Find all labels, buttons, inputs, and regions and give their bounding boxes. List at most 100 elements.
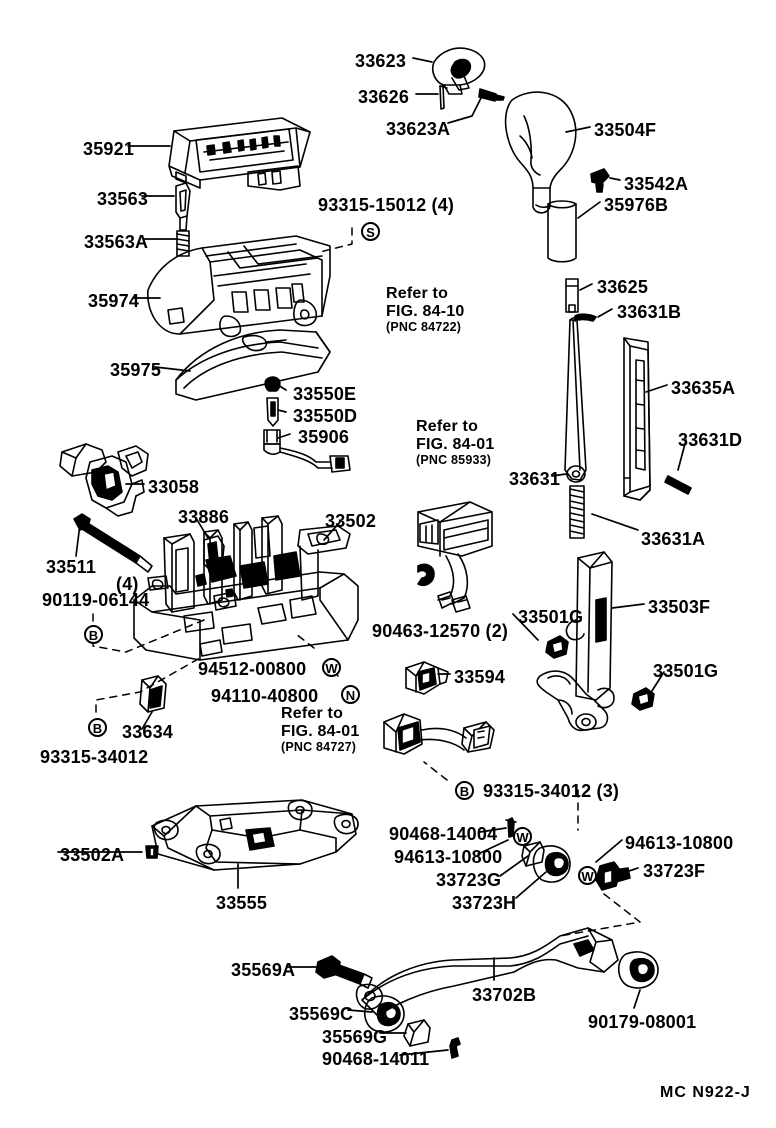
reference-pnc: (PNC 84727) (281, 739, 357, 754)
part-90468-14011-shape (449, 1037, 461, 1059)
reference-line-2: FIG. 84-10 (386, 302, 465, 320)
part-label: 33501G (653, 661, 719, 681)
part-35906-shape (263, 429, 351, 473)
part-label: 33504F (594, 120, 657, 140)
part-label: 35975 (110, 360, 162, 380)
part-33503F-shape (536, 551, 615, 732)
part-label: 35569C (289, 1004, 354, 1024)
part-label: 33511 (46, 557, 97, 577)
part-label: 33550D (293, 406, 358, 426)
part-label: 90468-14004 (389, 824, 498, 844)
part-label: 33058 (148, 477, 200, 497)
part-33631A-shape (569, 485, 585, 539)
part-33563A-shape (176, 230, 190, 257)
part-33058-shape (59, 443, 149, 517)
part-33886-shape (203, 535, 225, 573)
part-33555-shape (151, 799, 359, 871)
part-33723H-shape (532, 845, 571, 883)
part-label: 33723G (436, 870, 502, 890)
reference-callout: Refer to FIG. 84-10 (PNC 84722) (386, 285, 464, 333)
part-label: 94110-40800 (211, 686, 319, 706)
part-33563-shape (175, 182, 191, 231)
part-33631-shape (564, 316, 587, 483)
part-85933-shape (417, 501, 493, 613)
part-84727-shape (383, 713, 495, 755)
part-label: 33631 (509, 469, 561, 489)
part-90179-08001-shape (617, 951, 659, 989)
part-35921-shape (168, 117, 311, 191)
part-label: 33555 (216, 893, 268, 913)
reference-line-1: Refer to (281, 705, 344, 722)
part-90468-14004-shape (505, 817, 517, 838)
part-label: 33594 (454, 667, 506, 687)
part-label: 33563A (84, 232, 149, 252)
part-33623A-shape (478, 88, 505, 102)
quantity-label: (4) (116, 574, 139, 594)
reference-line-2: FIG. 84-01 (281, 722, 360, 740)
part-33631D-shape (664, 475, 692, 495)
fastener-badge-b: B (88, 718, 107, 737)
reference-callout: Refer to FIG. 84-01 (PNC 85933) (416, 418, 494, 466)
fastener-badge-w: W (578, 866, 597, 885)
part-label: 33723F (643, 861, 706, 881)
part-label: 33503F (648, 597, 711, 617)
part-33634-shape (139, 675, 167, 713)
part-label: 35974 (88, 291, 140, 311)
part-label: 94613-10800 (625, 833, 734, 853)
part-35976B-shape (547, 200, 577, 263)
fastener-badge-w: W (322, 658, 341, 677)
part-label: 33563 (97, 189, 149, 209)
fastener-badge-b: B (84, 625, 103, 644)
part-33501G-2-shape (631, 687, 655, 711)
part-label: 90119-06144 (42, 590, 150, 610)
part-35569A-shape (315, 955, 373, 989)
reference-pnc: (PNC 85933) (416, 452, 492, 467)
part-33626-shape (439, 85, 448, 110)
part-label: 33631D (678, 430, 743, 450)
fastener-badge-b: B (455, 781, 474, 800)
part-33723F-shape (595, 861, 631, 891)
part-label: 94613-10800 (394, 847, 503, 867)
part-35569G-shape (403, 1019, 431, 1047)
part-label: 33702B (472, 985, 537, 1005)
part-label: 33623A (386, 119, 451, 139)
fastener-badge-w: W (513, 827, 532, 846)
part-label: 33501G (518, 607, 584, 627)
part-label: 90463-12570 (2) (372, 621, 509, 641)
reference-callout: Refer to FIG. 84-01 (PNC 84727) (281, 705, 359, 753)
part-33502-shape (133, 515, 359, 661)
reference-line-1: Refer to (386, 285, 449, 302)
part-33594-shape (405, 661, 449, 695)
part-label: 33550E (293, 384, 357, 404)
part-35974-shape (147, 235, 331, 338)
part-label: 33542A (624, 174, 689, 194)
part-label: 33631A (641, 529, 706, 549)
part-35569C-shape (363, 995, 405, 1033)
part-33501G-1-shape (545, 635, 569, 659)
part-label: 93315-15012 (4) (318, 195, 455, 215)
part-label: 93315-34012 (40, 747, 149, 767)
part-33723G-shape (521, 841, 545, 867)
part-label: 35976B (604, 195, 669, 215)
reference-pnc: (PNC 84722) (386, 319, 462, 334)
fastener-badge-n: N (341, 685, 360, 704)
part-label: 90179-08001 (588, 1012, 697, 1032)
part-label: 33635A (671, 378, 736, 398)
part-label: 35569A (231, 960, 296, 980)
part-label: 35921 (83, 139, 135, 159)
part-33504F-shape (504, 91, 577, 214)
part-33635A-shape (623, 337, 651, 501)
part-label: 33623 (355, 51, 407, 71)
fastener-badge-s: S (361, 222, 380, 241)
part-33511-shape (73, 513, 153, 573)
diagram-code: MC N922-J (660, 1084, 751, 1101)
part-label: 33631B (617, 302, 682, 322)
part-label: 33625 (597, 277, 649, 297)
part-label: 90468-14011 (322, 1049, 430, 1069)
part-33625-shape (565, 278, 579, 313)
part-label: 33502A (60, 845, 125, 865)
reference-line-1: Refer to (416, 418, 479, 435)
part-label: 33626 (358, 87, 410, 107)
part-label: 93315-34012 (3) (483, 781, 620, 801)
